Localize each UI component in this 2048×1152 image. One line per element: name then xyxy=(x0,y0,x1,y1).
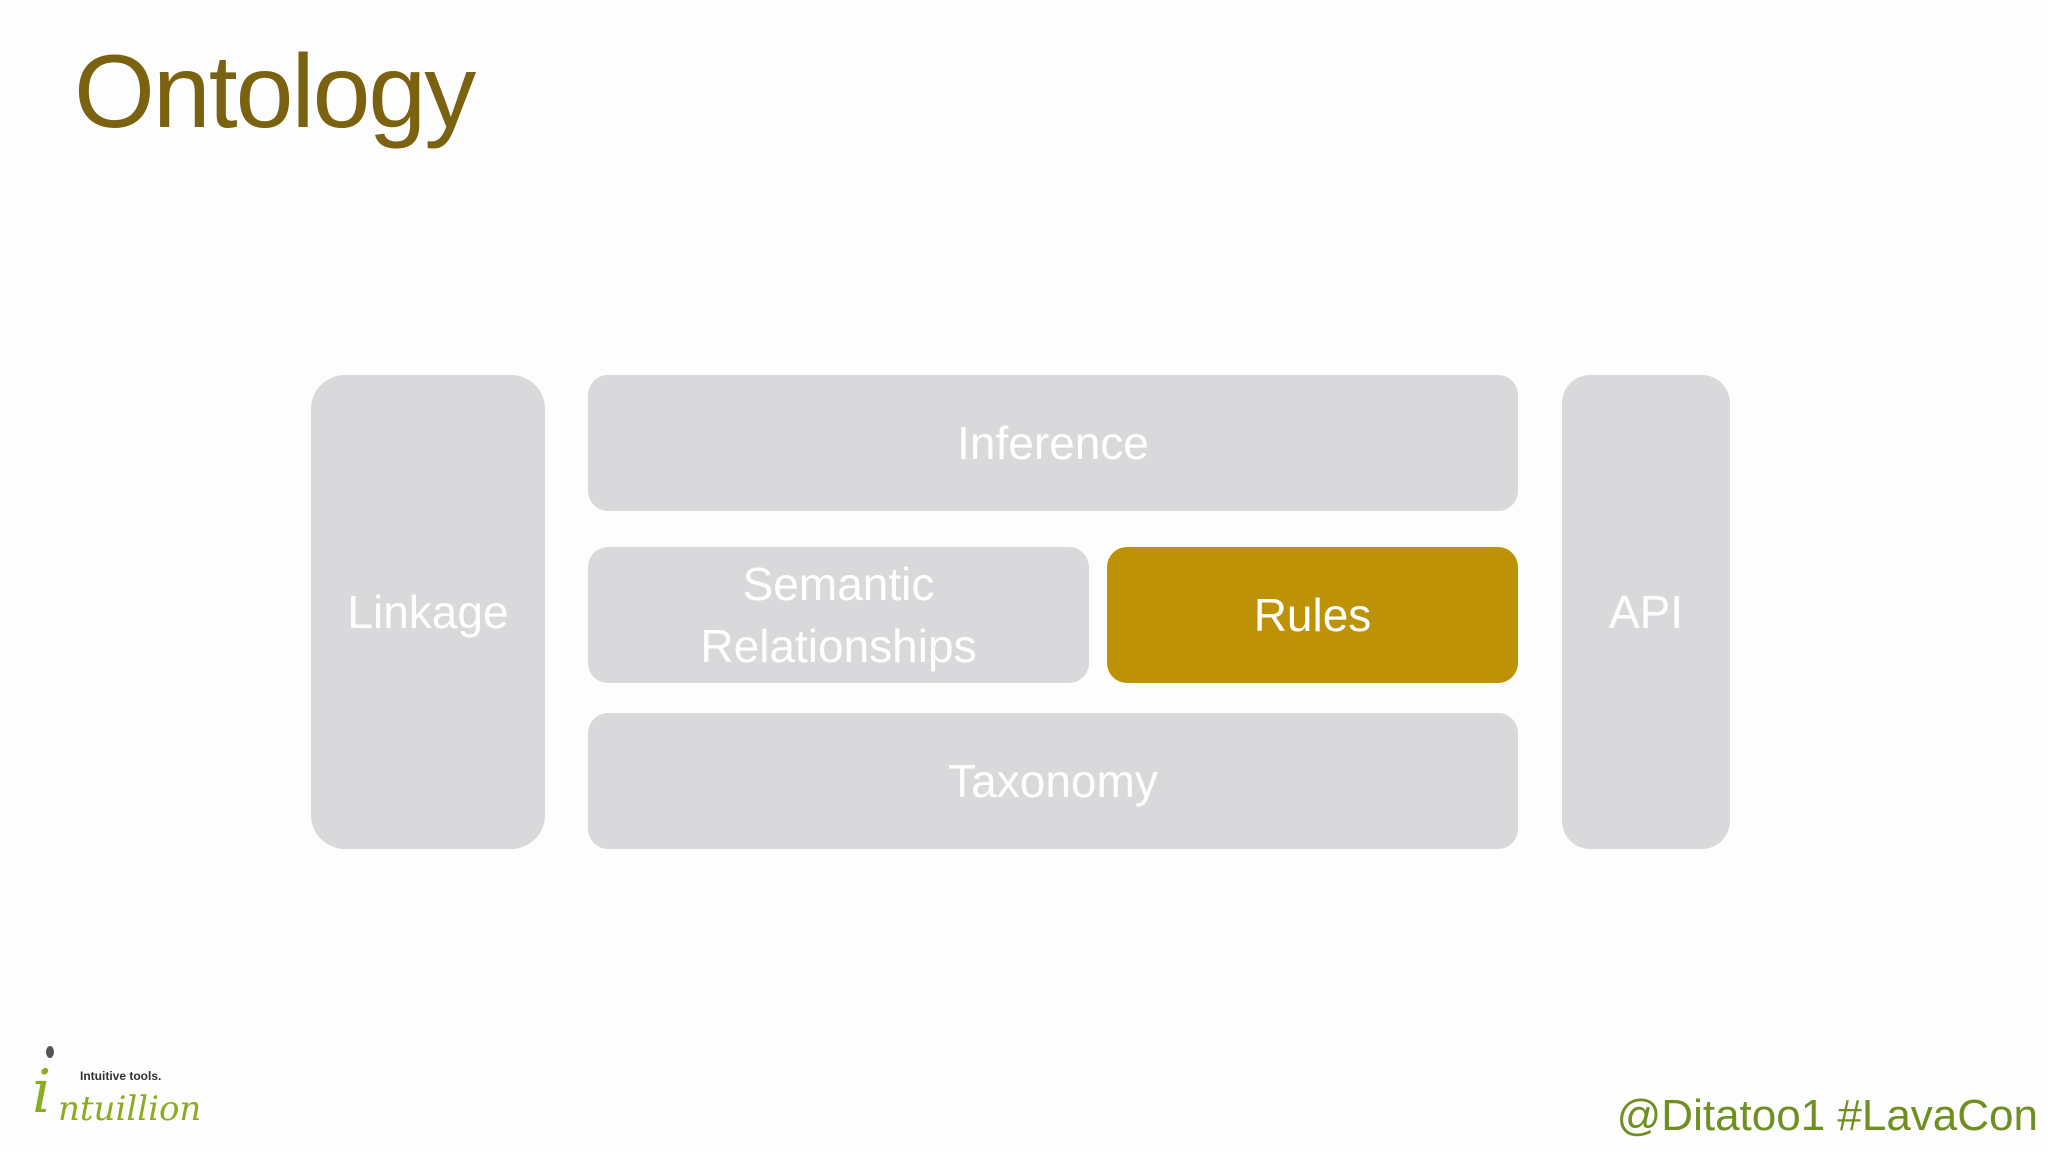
linkage-block: Linkage xyxy=(311,375,545,849)
intuillion-logo: i Intuitive tools. ntuillion xyxy=(30,1040,201,1140)
taxonomy-block: Taxonomy xyxy=(588,713,1518,849)
inference-block: Inference xyxy=(588,375,1518,511)
inference-label: Inference xyxy=(957,416,1149,469)
semantic-relationships-block: Semantic Relationships xyxy=(588,547,1089,683)
logo-tagline: Intuitive tools. xyxy=(80,1069,162,1083)
api-label: API xyxy=(1608,585,1684,638)
semantic-label-line1: Semantic xyxy=(742,557,935,610)
footer-handle: @Ditatoo1 #LavaCon xyxy=(1616,1091,2038,1140)
rules-block: Rules xyxy=(1107,547,1518,683)
taxonomy-label: Taxonomy xyxy=(948,754,1158,807)
logo-dot-icon xyxy=(46,1046,54,1058)
semantic-label-line2: Relationships xyxy=(700,620,977,672)
logo-initial: i xyxy=(32,1057,52,1127)
api-block: API xyxy=(1562,375,1730,849)
rules-label: Rules xyxy=(1253,588,1372,641)
logo-wordmark: ntuillion xyxy=(58,1089,202,1129)
slide-title: Ontology xyxy=(74,34,476,150)
linkage-label: Linkage xyxy=(347,585,509,638)
